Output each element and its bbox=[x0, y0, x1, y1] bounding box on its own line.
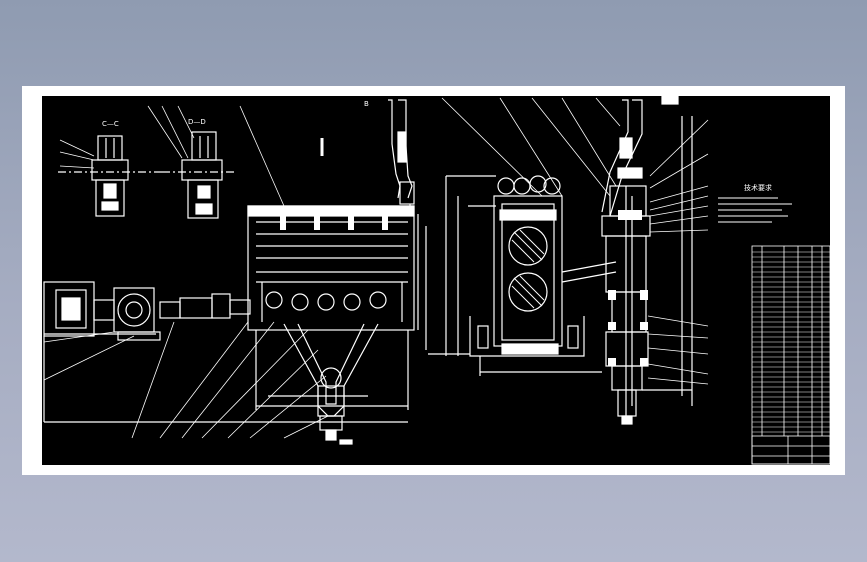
section-view-d bbox=[162, 131, 236, 219]
drawing-sheet: C—C D—D B 技术要求 bbox=[22, 86, 845, 475]
feed-chute bbox=[388, 99, 415, 216]
drawing-area bbox=[42, 96, 830, 465]
section-view-c bbox=[58, 135, 162, 217]
leader-lines bbox=[43, 97, 709, 439]
parts-list-rows bbox=[752, 251, 830, 433]
main-frame bbox=[43, 138, 427, 445]
section-label-c: C—C bbox=[102, 120, 119, 128]
cad-drawing: C—C D—D B 技术要求 bbox=[42, 95, 831, 465]
tech-requirements-title: 技术要求 bbox=[744, 183, 772, 192]
vertical-assembly bbox=[601, 95, 693, 425]
section-label-d: D—D bbox=[188, 118, 206, 126]
tech-notes bbox=[718, 197, 792, 223]
parts-list-table bbox=[751, 245, 831, 465]
roll-stand bbox=[428, 175, 617, 376]
title-block bbox=[751, 435, 831, 465]
section-label-b: B bbox=[364, 100, 369, 108]
